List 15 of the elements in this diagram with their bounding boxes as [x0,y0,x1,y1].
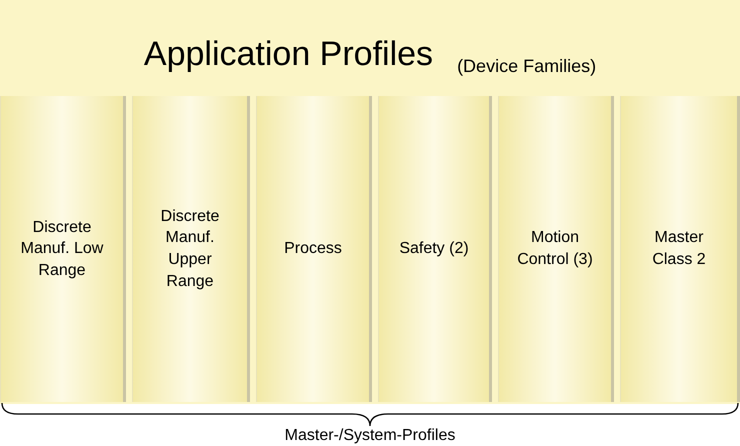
brace-label: Master-/System-Profiles [284,428,456,444]
profile-column [256,96,372,402]
column-label: Safety (2) [398,239,470,260]
column-label: Motion Control (3) [516,228,594,270]
profile-column [378,96,492,402]
profile-column [0,96,126,402]
heading: Application Profiles [144,34,434,76]
column-label: Master Class 2 [651,228,707,270]
subheading: (Device Families) [457,54,596,78]
profile-column [620,96,740,402]
profile-column [132,96,250,402]
column-label: Discrete Manuf. Upper Range [160,206,220,292]
profile-column [498,96,614,402]
column-label: Process [283,239,343,260]
column-label: Discrete Manuf. Low Range [20,218,104,281]
